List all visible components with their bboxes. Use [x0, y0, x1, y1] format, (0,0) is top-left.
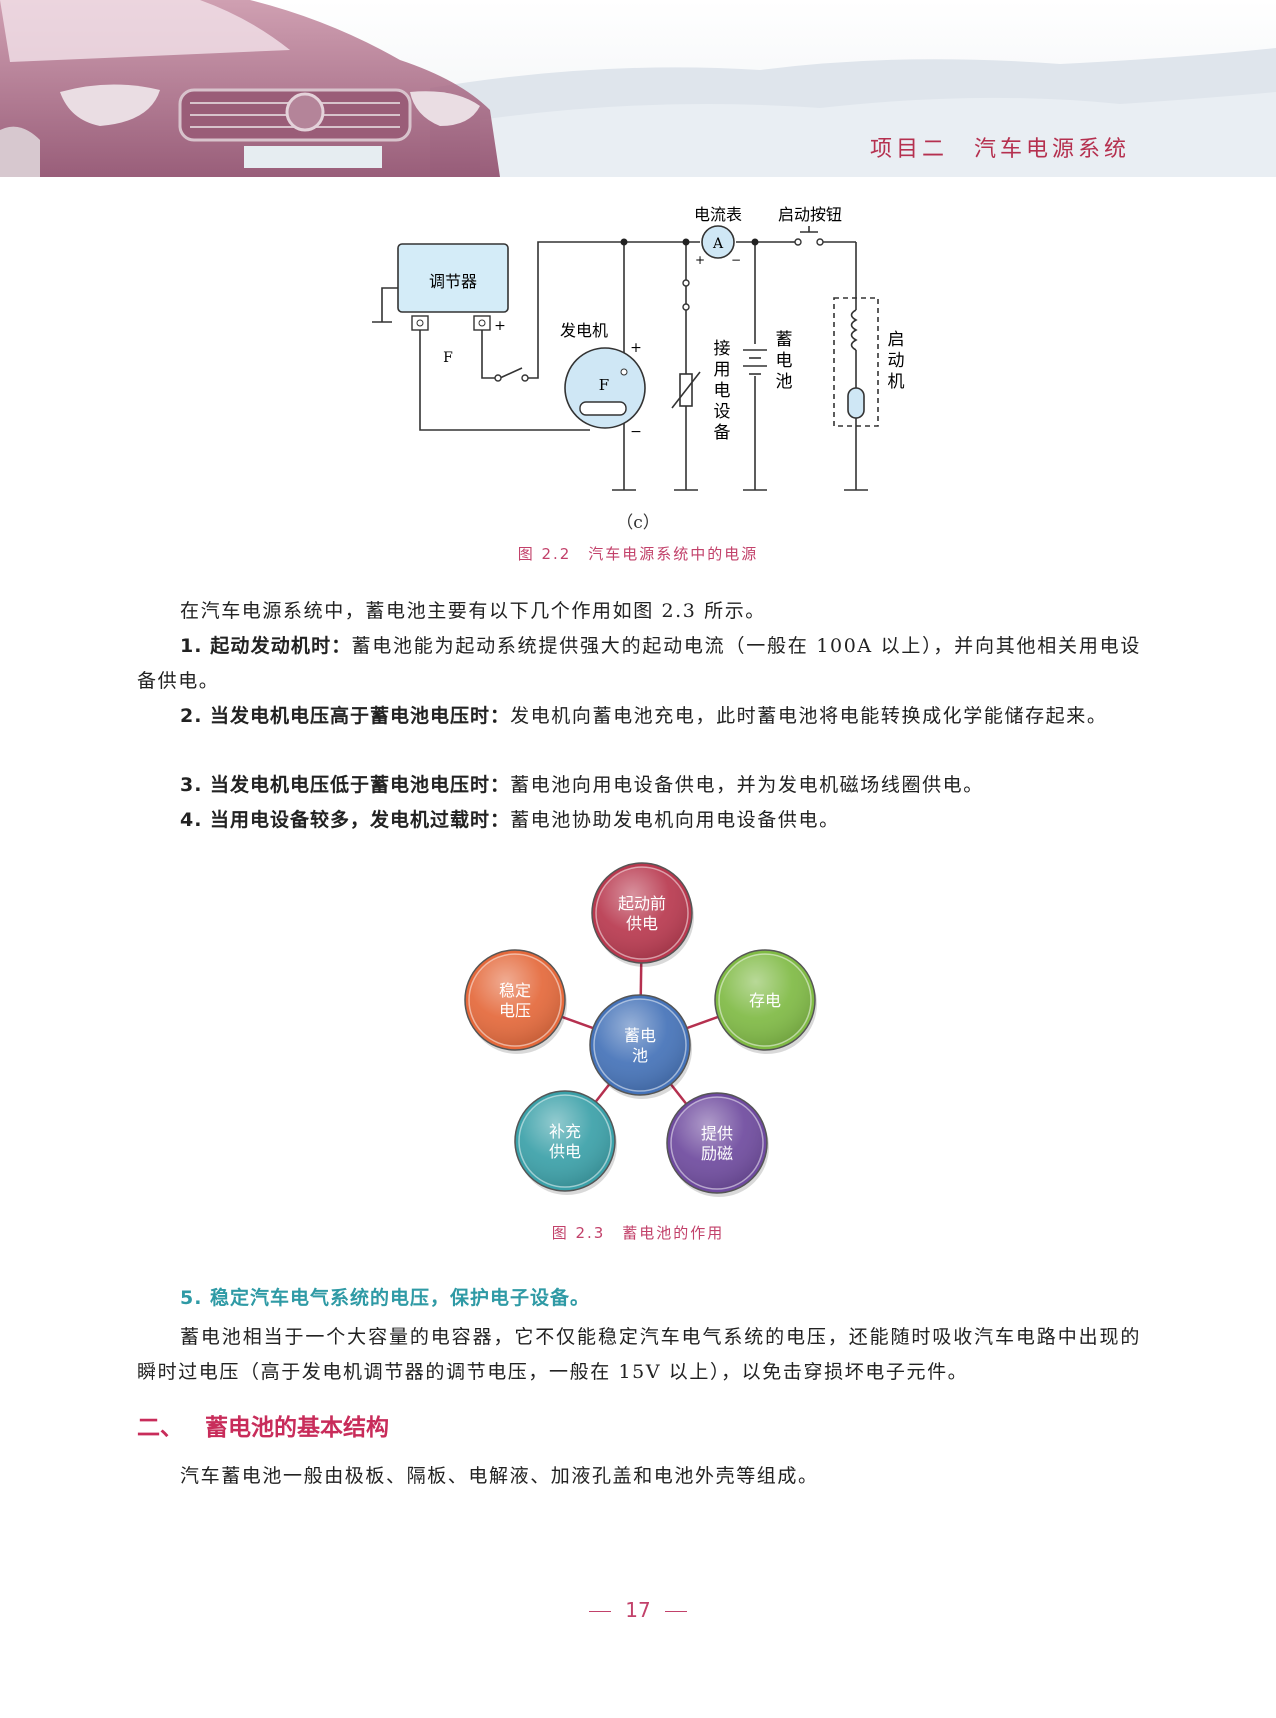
- page-header: 项目二 汽车电源系统: [0, 0, 1276, 177]
- item-4: 4. 当用电设备较多，发电机过载时：蓄电池协助发电机向用电设备供电。: [137, 803, 1141, 838]
- generator-minus-label: −: [630, 424, 642, 440]
- ammeter-minus-label: −: [731, 253, 741, 267]
- function-node: 提供励磁: [666, 1092, 769, 1197]
- item-4-lead: 4. 当用电设备较多，发电机过载时：: [180, 809, 511, 831]
- function-node-label: 补充供电: [549, 1122, 581, 1161]
- center-node: 蓄电池: [589, 994, 692, 1099]
- ammeter-label: 电流表: [694, 205, 742, 224]
- item-1-text: 蓄电池能为起动系统提供强大的起动电流（一般在 100A 以上），并向其他相关用电…: [137, 635, 1141, 692]
- item-5-heading: 5. 稳定汽车电气系统的电压，保护电子设备。: [180, 1287, 591, 1309]
- function-node: 稳定电压: [464, 949, 567, 1054]
- function-node-label: 起动前供电: [618, 894, 666, 933]
- regulator-box: [397, 243, 509, 313]
- battery-label: 蓄电池: [776, 330, 793, 392]
- item-2: 2. 当发电机电压高于蓄电池电压时：发电机向蓄电池充电，此时蓄电池将电能转换成化…: [137, 699, 1141, 734]
- page-number-text: 17: [625, 1598, 651, 1622]
- ammeter-plus-label: +: [695, 253, 705, 267]
- item-3: 3. 当发电机电压低于蓄电池电压时：蓄电池向用电设备供电，并为发电机磁场线圈供电…: [137, 768, 1141, 803]
- ammeter-symbol: A: [712, 236, 724, 252]
- intro-paragraph: 在汽车电源系统中，蓄电池主要有以下几个作用如图 2.3 所示。: [180, 600, 766, 622]
- item-1-lead: 1. 起动发动机时：: [180, 635, 352, 657]
- function-node-label: 提供励磁: [701, 1124, 733, 1163]
- section-title: 蓄电池的基本结构: [205, 1415, 389, 1441]
- section-paragraph: 汽车蓄电池一般由极板、隔板、电解液、加液孔盖和电池外壳等组成。: [180, 1465, 819, 1487]
- item-2-lead: 2. 当发电机电压高于蓄电池电压时：: [180, 705, 511, 727]
- function-node-label: 稳定电压: [499, 981, 531, 1020]
- chapter-title: 项目二 汽车电源系统: [869, 137, 1130, 162]
- circuit-diagram: 调节器 发电机 F F + + − + − A 电流表 启动按钮 接用电设备 蓄…: [372, 205, 905, 491]
- generator-label: 发电机: [560, 321, 608, 340]
- starter-label: 启动机: [888, 330, 905, 392]
- function-node-label: 存电: [749, 991, 781, 1010]
- start-button-label: 启动按钮: [778, 205, 842, 224]
- item-3-text: 蓄电池向用电设备供电，并为发电机磁场线圈供电。: [510, 774, 984, 796]
- item-2-text: 发电机向蓄电池充电，此时蓄电池将电能转换成化学能储存起来。: [510, 705, 1108, 727]
- page-number: 17: [0, 1598, 1276, 1622]
- center-node-label: 蓄电池: [624, 1026, 656, 1065]
- item-1: 1. 起动发动机时：蓄电池能为起动系统提供强大的起动电流（一般在 100A 以上…: [137, 629, 1141, 699]
- item-3-lead: 3. 当发电机电压低于蓄电池电压时：: [180, 774, 511, 796]
- function-node: 起动前供电: [591, 862, 694, 967]
- header-banner: [0, 0, 1276, 177]
- section-heading: 二、蓄电池的基本结构: [137, 1408, 389, 1442]
- regulator-label: 调节器: [429, 272, 477, 291]
- field-label: F: [443, 350, 453, 366]
- regulator-plus-label: +: [494, 318, 506, 334]
- load-label: 接用电设备: [714, 339, 731, 443]
- figure-2-3-caption: 图 2.3 蓄电池的作用: [551, 1224, 725, 1242]
- function-node: 存电: [714, 949, 817, 1054]
- item-4-text: 蓄电池协助发电机向用电设备供电。: [510, 809, 840, 831]
- figure-sub-caption: （c）: [616, 513, 660, 533]
- section-number: 二、: [137, 1415, 183, 1441]
- ammeter-icon: [701, 225, 735, 259]
- generator-field-label: F: [599, 376, 609, 394]
- figure-2-2-caption: 图 2.2 汽车电源系统中的电源: [517, 545, 759, 563]
- generator-plus-label: +: [630, 340, 642, 356]
- item-5-paragraph: 蓄电池相当于一个大容量的电容器，它不仅能稳定汽车电气系统的电压，还能随时吸收汽车…: [137, 1326, 1141, 1383]
- function-node: 补充供电: [514, 1090, 617, 1195]
